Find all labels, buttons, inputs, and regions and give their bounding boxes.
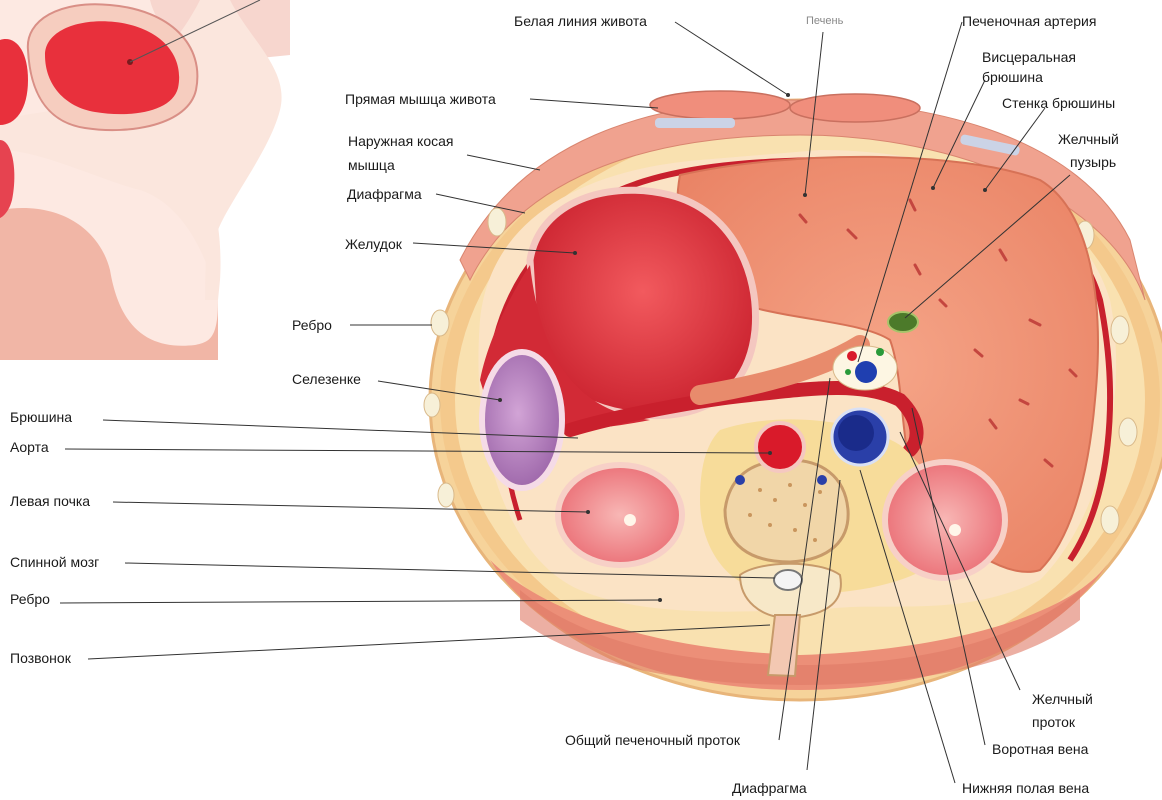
label-diaphragm-top: Диафрагма <box>347 185 422 204</box>
label-diaphragm-bottom: Диафрагма <box>732 779 807 798</box>
label-rib-bottom: Ребро <box>10 590 50 609</box>
label-stomach: Желудок <box>345 235 402 254</box>
label-spinal-cord: Спинной мозг <box>10 553 99 572</box>
cross-section <box>424 91 1162 700</box>
label-spleen: Селезенке <box>292 370 361 389</box>
label-visceral-peritoneum-1: Висцеральная <box>982 48 1076 67</box>
label-rectus: Прямая мышца живота <box>345 90 496 109</box>
label-portal-vein: Воротная вена <box>992 740 1088 759</box>
label-gallbladder-2: пузырь <box>1070 153 1116 172</box>
label-bile-duct-2: проток <box>1032 713 1075 732</box>
label-vertebra: Позвонок <box>10 649 71 668</box>
label-visceral-peritoneum-2: брюшина <box>982 68 1043 87</box>
label-liver: Печень <box>806 12 843 31</box>
label-bile-duct-1: Желчный <box>1032 690 1093 709</box>
left-kidney-shape <box>558 465 682 565</box>
label-peritoneum: Брюшина <box>10 408 72 427</box>
aorta-shape <box>756 423 804 471</box>
label-gallbladder-1: Желчный <box>1058 130 1119 149</box>
label-hepatic-artery: Печеночная артерия <box>962 12 1096 31</box>
label-white-line: Белая линия живота <box>514 12 647 31</box>
label-aorta: Аорта <box>10 438 49 457</box>
gallbladder-shape <box>888 312 918 332</box>
label-left-kidney: Левая почка <box>10 492 90 511</box>
inset-fragment <box>0 0 290 360</box>
spleen-shape <box>482 352 562 488</box>
label-ext-oblique-2: мышца <box>348 156 395 175</box>
label-ext-oblique-1: Наружная косая <box>348 132 453 151</box>
label-ivc: Нижняя полая вена <box>962 779 1089 798</box>
vertebra-body <box>725 460 848 562</box>
label-common-hepatic-duct: Общий печеночный проток <box>565 731 740 750</box>
label-peritoneum-wall: Стенка брюшины <box>1002 94 1115 113</box>
label-rib-top: Ребро <box>292 316 332 335</box>
